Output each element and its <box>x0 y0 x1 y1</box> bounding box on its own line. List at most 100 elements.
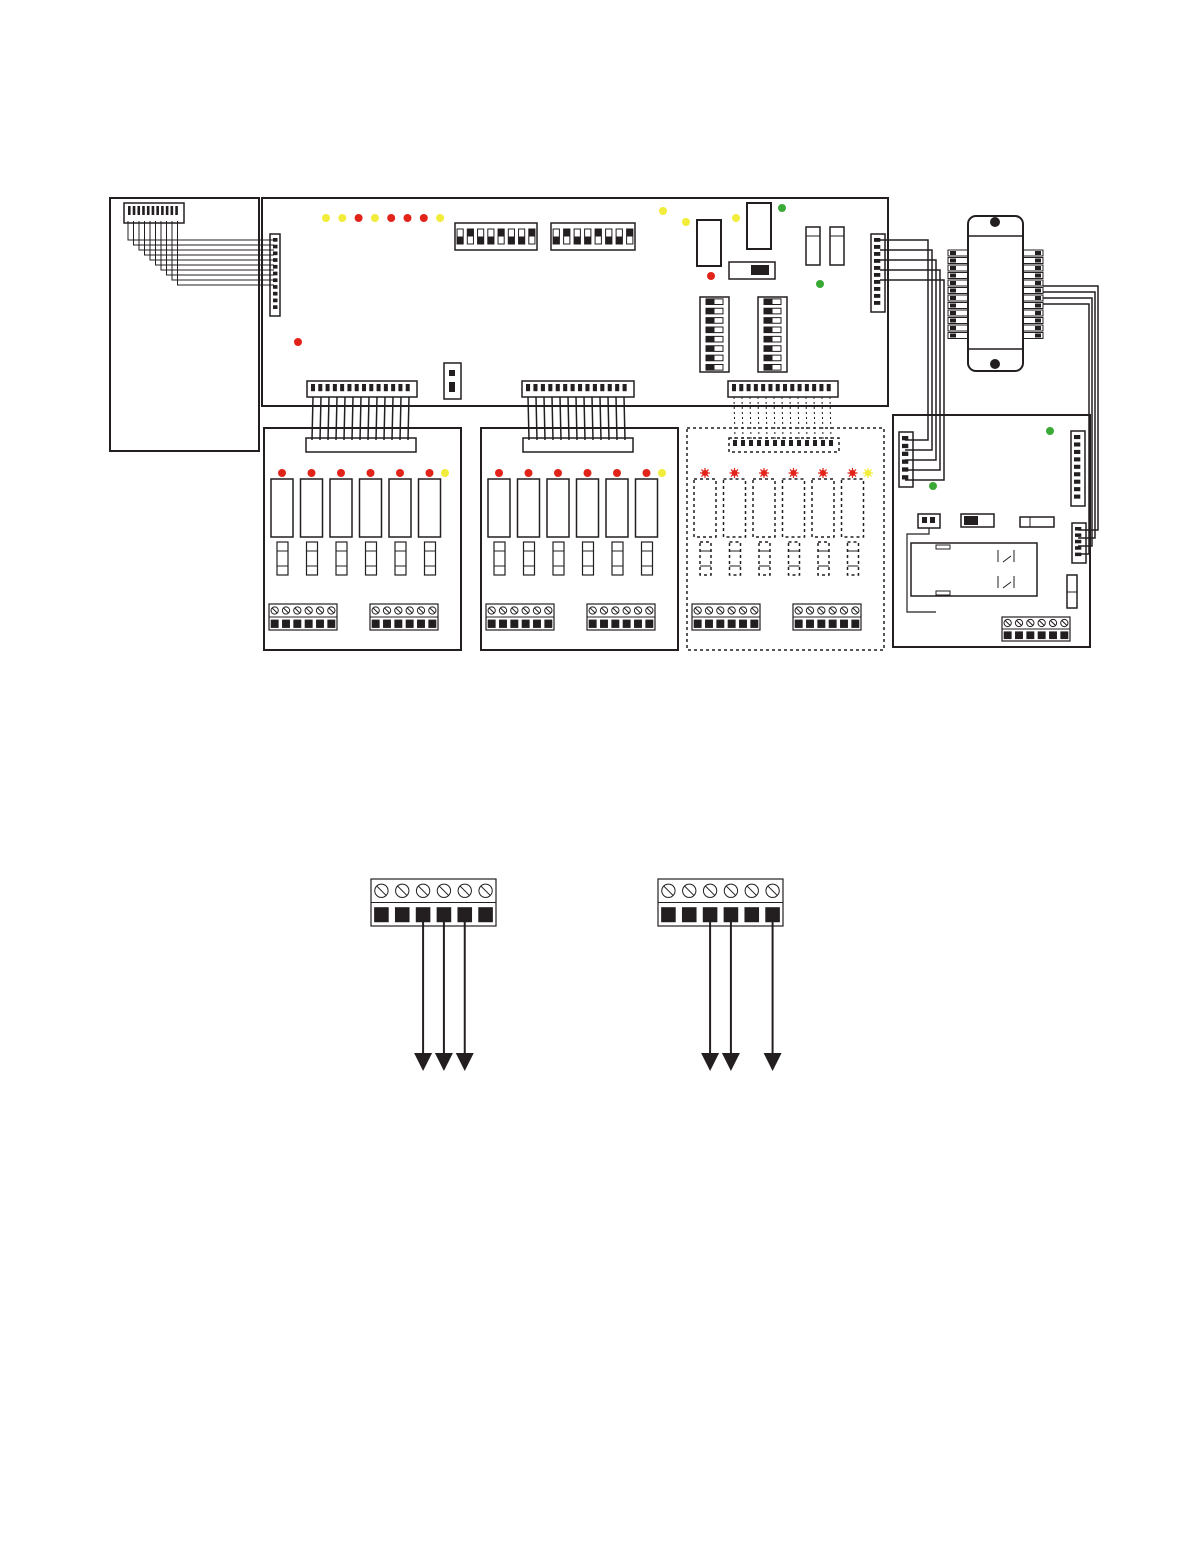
led-ray <box>736 469 738 471</box>
terminal <box>282 620 290 628</box>
screw-slot <box>706 608 711 613</box>
pin <box>874 238 880 242</box>
module-terminal-pin <box>1035 304 1041 308</box>
terminal <box>305 620 313 628</box>
led-red <box>525 469 533 477</box>
aux-relay-tab <box>936 591 950 595</box>
terminal <box>589 620 597 628</box>
dip-lever <box>478 237 484 245</box>
led-red <box>278 469 286 477</box>
dip-lever <box>585 237 591 245</box>
module-terminal-pin <box>1035 289 1041 293</box>
aux-slide-knob <box>964 516 978 525</box>
ribbon-wire <box>750 397 751 440</box>
relay-terminal-block <box>692 604 760 630</box>
arrow-down-icon <box>701 1053 719 1071</box>
terminal <box>327 620 335 628</box>
module-terminal-pin <box>1035 259 1041 263</box>
screw-slot <box>1039 620 1044 625</box>
aux-jumper <box>918 514 940 528</box>
screw-slot <box>726 886 735 895</box>
pin <box>902 436 908 440</box>
pin <box>311 384 315 391</box>
dip-lever <box>764 346 773 352</box>
module-terminal-pin <box>1035 274 1041 278</box>
screw-slot <box>819 608 824 613</box>
led-yellow <box>682 218 690 226</box>
pin <box>533 384 537 391</box>
screw-slot <box>624 608 629 613</box>
pin <box>798 384 802 391</box>
terminal <box>395 907 410 922</box>
pin <box>874 294 880 298</box>
fuse <box>806 227 820 265</box>
terminal <box>406 620 414 628</box>
screw-slot <box>306 608 311 613</box>
module-terminal-pin <box>1035 334 1041 338</box>
led-red <box>818 468 828 478</box>
ribbon-wire <box>544 397 545 440</box>
pin <box>369 384 373 391</box>
screw-slot <box>664 886 673 895</box>
led-yellow <box>371 214 379 222</box>
pin <box>1074 472 1080 476</box>
fuse-holder <box>789 542 800 575</box>
dip-lever <box>706 355 715 361</box>
pin <box>347 384 351 391</box>
pin <box>1074 480 1080 484</box>
screw-slot <box>1050 620 1055 625</box>
terminal <box>694 620 702 628</box>
screw-slot <box>384 608 389 613</box>
ribbon-wire <box>156 221 275 265</box>
pin <box>128 206 131 215</box>
screw-slot <box>272 608 277 613</box>
screw-slot <box>407 608 412 613</box>
led-yellow <box>732 214 740 222</box>
screw-slot <box>439 886 448 895</box>
terminal <box>533 620 541 628</box>
relay <box>488 479 510 537</box>
aux-relay-contact <box>1003 582 1011 588</box>
led-ray <box>765 474 767 476</box>
led-ray <box>864 474 866 476</box>
left-enclosure <box>110 198 274 451</box>
pin <box>1074 465 1080 469</box>
screw-slot <box>601 608 606 613</box>
module-terminal-pin <box>950 251 956 255</box>
screw-slot <box>396 608 401 613</box>
ribbon-wire <box>806 397 807 440</box>
relay-board-3 <box>687 397 884 650</box>
arrow-down-icon <box>435 1053 453 1071</box>
ribbon-wire <box>392 397 393 440</box>
ribbon-wire <box>336 397 337 440</box>
relay-board-1 <box>264 397 461 650</box>
relay <box>419 479 441 537</box>
pin <box>548 384 552 391</box>
pin <box>754 384 758 391</box>
fuse-holder <box>494 542 505 575</box>
pin <box>273 285 278 289</box>
dip-lever <box>616 237 622 245</box>
led-ray <box>790 469 792 471</box>
pin <box>819 384 823 391</box>
led-red <box>294 338 302 346</box>
pin <box>156 206 159 215</box>
ribbon-wire <box>408 397 409 440</box>
module-terminal-pin <box>1035 251 1041 255</box>
pin <box>585 384 589 391</box>
ribbon-wire <box>576 397 577 440</box>
pin <box>600 384 604 391</box>
terminal <box>544 620 552 628</box>
screw-slot <box>1028 620 1033 625</box>
dip-lever <box>764 308 773 314</box>
mount-hole <box>990 359 1000 369</box>
relay <box>518 479 540 537</box>
led-green <box>778 204 786 212</box>
screw-slot <box>523 608 528 613</box>
led-yellow <box>436 214 444 222</box>
pin <box>1075 546 1081 550</box>
terminal <box>634 620 642 628</box>
relay <box>271 479 293 537</box>
dip-lever <box>564 229 570 237</box>
relay <box>842 479 864 537</box>
